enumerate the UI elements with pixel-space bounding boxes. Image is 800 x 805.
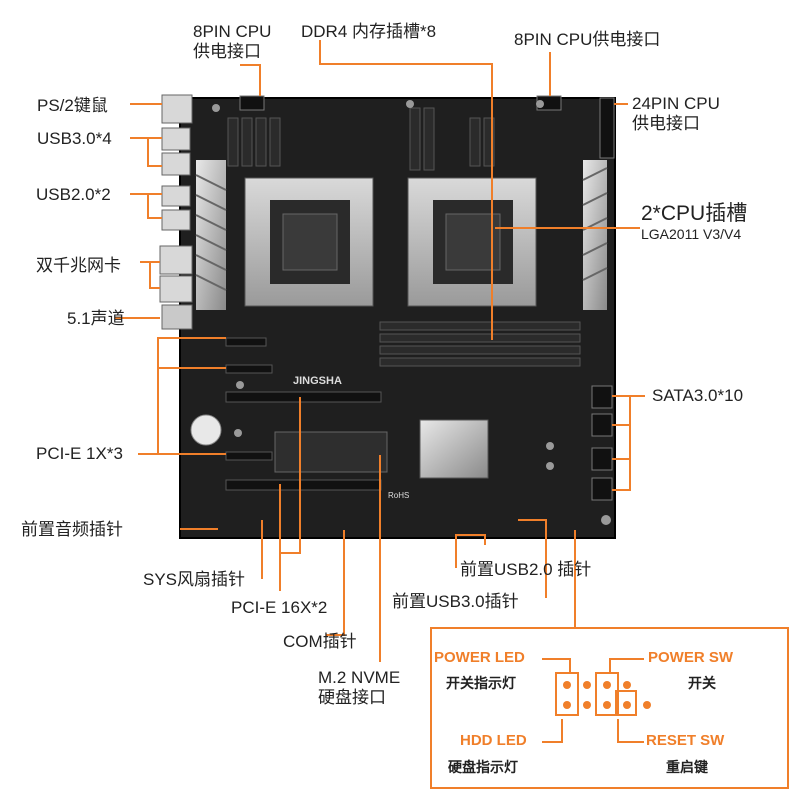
leader-lines [115, 40, 645, 662]
label-cpu-socket-line2: LGA2011 V3/V4 [641, 226, 742, 242]
m2-slot [274, 431, 388, 473]
label-m2: M.2 NVME 硬盘接口 [318, 668, 400, 708]
label-cpu-socket-line1: 2*CPU插槽 [641, 202, 748, 225]
pin-label-power-sw: POWER SW [648, 649, 733, 666]
label-audio: 5.1声道 [67, 309, 125, 328]
cpu-socket-right [407, 177, 537, 307]
label-com: COM插针 [283, 632, 357, 651]
board-brand-text: JINGSHA [293, 375, 342, 387]
label-front-usb20: 前置USB2.0 插针 [460, 560, 592, 579]
pin-label-reset-sw-cn: 重启键 [666, 759, 708, 775]
label-cpu-power-left-line1: 8PIN CPU [193, 22, 272, 41]
label-cpu-power-left: 8PIN CPU 供电接口 [193, 22, 271, 62]
board-rohs-text: RoHS [388, 491, 409, 500]
pin-label-reset-sw: RESET SW [646, 732, 725, 749]
pin-label-power-led: POWER LED [434, 649, 525, 666]
chipset-heatsink [419, 419, 489, 479]
rear-io [159, 94, 193, 330]
label-usb30: USB3.0*4 [37, 129, 112, 148]
dimm-slots-top [227, 107, 495, 171]
atx-24pin [599, 97, 615, 159]
label-24pin-line1: 24PIN CPU [632, 94, 720, 113]
pin-label-power-sw-cn: 开关 [688, 675, 716, 691]
cpu-8pin-left [239, 95, 265, 111]
label-ps2: PS/2键鼠 [37, 96, 108, 115]
label-pcie16x: PCI-E 16X*2 [231, 598, 328, 617]
label-cpu-power-right: 8PIN CPU供电接口 [514, 30, 661, 49]
label-m2-line2: 硬盘接口 [318, 688, 386, 707]
cpu-socket-left [244, 177, 374, 307]
vrm-heatsink-left [195, 160, 227, 310]
label-cpu-socket: 2*CPU插槽 LGA2011 V3/V4 [641, 202, 747, 242]
label-24pin: 24PIN CPU 供电接口 [632, 94, 720, 134]
pcb [180, 98, 615, 538]
label-sys-fan: SYS风扇插针 [143, 570, 246, 589]
label-sata: SATA3.0*10 [652, 386, 744, 405]
pin-label-hdd-led: HDD LED [460, 732, 527, 749]
label-front-audio: 前置音频插针 [21, 520, 123, 539]
label-pcie1x: PCI-E 1X*3 [36, 444, 123, 463]
label-24pin-line2: 供电接口 [632, 114, 700, 133]
label-m2-line1: M.2 NVME [318, 668, 401, 687]
dimm-slots-bottom [379, 321, 581, 367]
pin-header-diagram [542, 658, 651, 743]
label-lan: 双千兆网卡 [36, 256, 121, 275]
label-cpu-power-left-line2: 供电接口 [193, 42, 261, 61]
cmos-battery [190, 414, 222, 446]
front-panel-pin-box: POWER LED 开关指示灯 POWER SW 开关 HDD LED 硬盘指示… [430, 627, 789, 789]
pin-label-power-led-cn: 开关指示灯 [446, 675, 516, 691]
label-ddr4: DDR4 内存插槽*8 [301, 22, 437, 41]
vrm-heatsink-right [582, 160, 608, 310]
label-usb20: USB2.0*2 [36, 185, 111, 204]
sata-ports [591, 385, 613, 501]
board-components [212, 100, 611, 525]
label-front-usb30: 前置USB3.0插针 [392, 592, 519, 611]
pin-label-hdd-led-cn: 硬盘指示灯 [448, 759, 518, 775]
